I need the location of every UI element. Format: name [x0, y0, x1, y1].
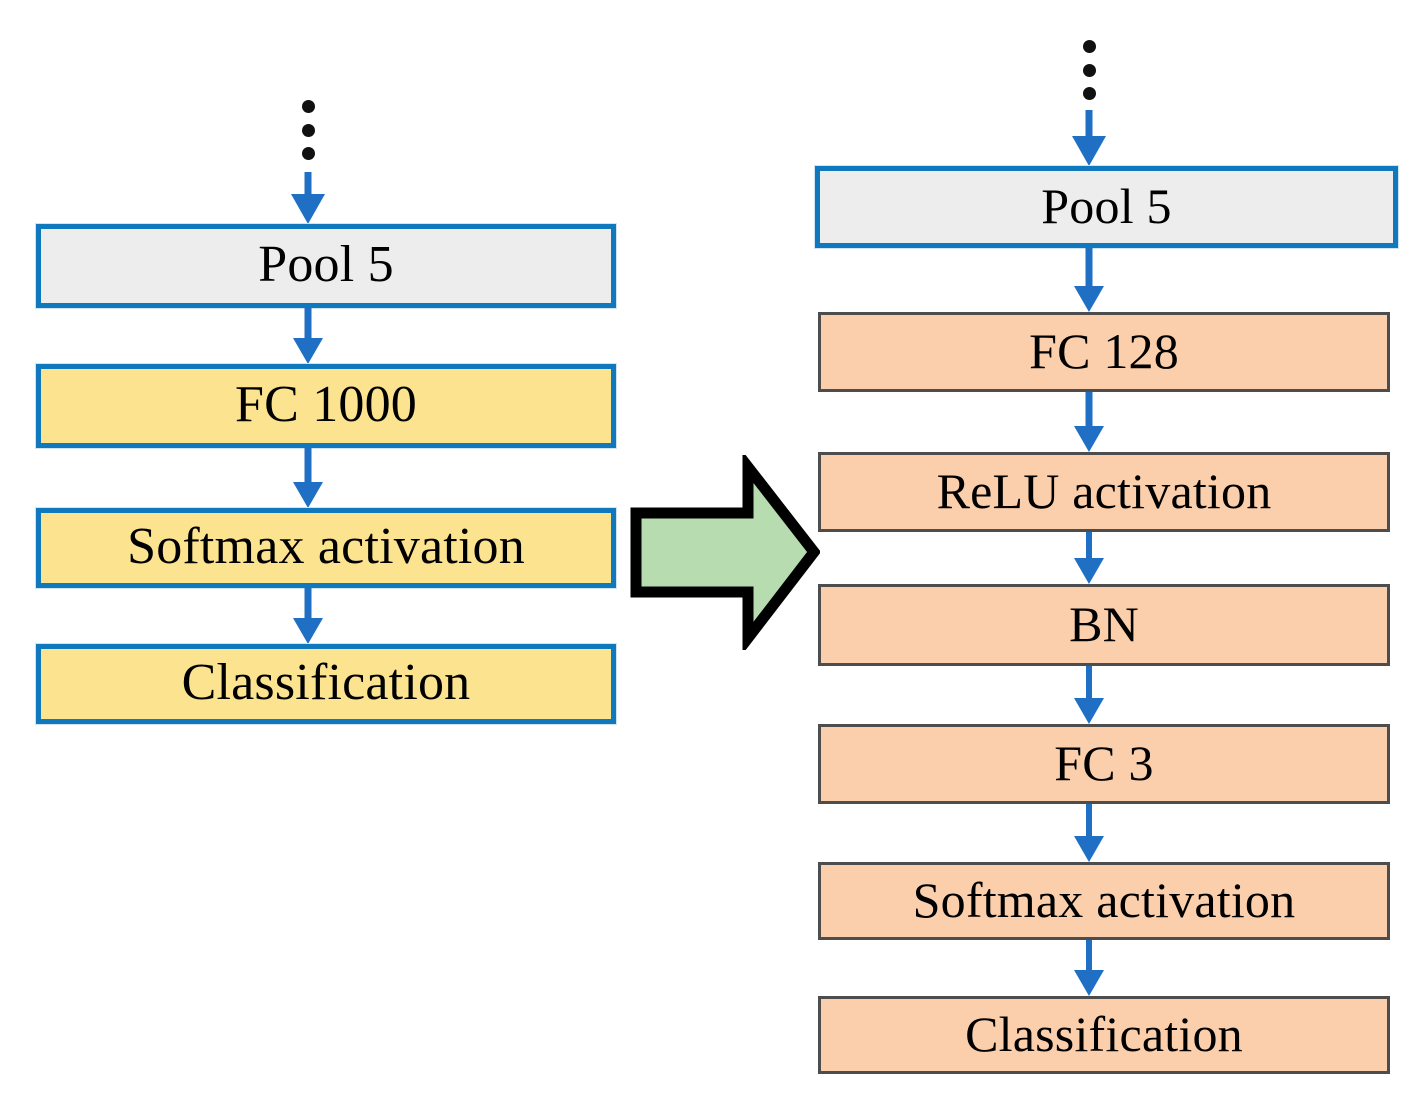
- arrow-shaft: [1085, 392, 1093, 428]
- vertical-ellipsis-icon-left: [300, 100, 316, 160]
- arrow-head-icon: [291, 194, 325, 224]
- ellipsis-dot: [301, 147, 315, 160]
- arrow-shaft: [304, 588, 312, 620]
- arrow-shaft: [304, 448, 312, 484]
- node-label: ReLU activation: [936, 463, 1272, 519]
- arrow-shaft: [304, 308, 312, 342]
- ellipsis-dot: [301, 123, 315, 137]
- ellipsis-dot: [301, 100, 315, 113]
- node-right-bn[interactable]: BN: [818, 584, 1390, 666]
- arrow-head-icon: [1074, 286, 1104, 312]
- node-label: FC 1000: [234, 376, 417, 433]
- arrow-head-icon: [1074, 698, 1104, 724]
- node-label: BN: [1069, 596, 1139, 652]
- arrow-head-icon: [1074, 426, 1104, 452]
- right-arrow-svg: [630, 450, 821, 655]
- node-label: Softmax activation: [127, 518, 525, 575]
- node-left-classification[interactable]: Classification: [35, 643, 617, 725]
- node-left-pool5[interactable]: Pool 5: [35, 223, 617, 309]
- transform-right-arrow-icon: [630, 450, 821, 655]
- node-right-pool5[interactable]: Pool 5: [814, 165, 1399, 249]
- arrow-head-icon: [1074, 558, 1104, 584]
- node-right-fc3[interactable]: FC 3: [818, 724, 1390, 804]
- arrow-head-icon: [1072, 136, 1106, 166]
- ellipsis-dot: [1082, 40, 1096, 53]
- ellipsis-dot: [1082, 87, 1096, 100]
- arrow-shaft: [1086, 804, 1092, 836]
- node-right-softmax[interactable]: Softmax activation: [818, 862, 1390, 940]
- arrow-head-icon: [1074, 836, 1104, 862]
- arrow-head-icon: [293, 482, 323, 508]
- arrow-shaft: [1086, 666, 1092, 698]
- vertical-ellipsis-icon-right: [1081, 40, 1097, 100]
- arrow-shaft: [1086, 532, 1092, 560]
- node-label: Pool 5: [1041, 178, 1172, 234]
- node-label: FC 3: [1054, 735, 1154, 791]
- node-label: Softmax activation: [912, 872, 1296, 928]
- node-left-softmax[interactable]: Softmax activation: [35, 507, 617, 589]
- arrow-head-icon: [1074, 970, 1104, 996]
- arrow-shaft: [1085, 110, 1093, 142]
- arrow-shaft: [1085, 248, 1093, 288]
- node-right-classification[interactable]: Classification: [818, 996, 1390, 1074]
- arrow-head-icon: [293, 618, 323, 644]
- node-left-fc1000[interactable]: FC 1000: [35, 363, 617, 449]
- node-label: FC 128: [1029, 323, 1179, 379]
- node-label: Classification: [965, 1006, 1243, 1062]
- node-label: Pool 5: [258, 236, 394, 293]
- ellipsis-dot: [1082, 63, 1096, 77]
- arrow-shaft: [304, 172, 312, 202]
- node-right-fc128[interactable]: FC 128: [818, 312, 1390, 392]
- node-label: Classification: [181, 654, 471, 711]
- arrow-head-icon: [293, 338, 323, 364]
- node-right-relu[interactable]: ReLU activation: [818, 452, 1390, 532]
- arrow-shaft: [1086, 940, 1092, 972]
